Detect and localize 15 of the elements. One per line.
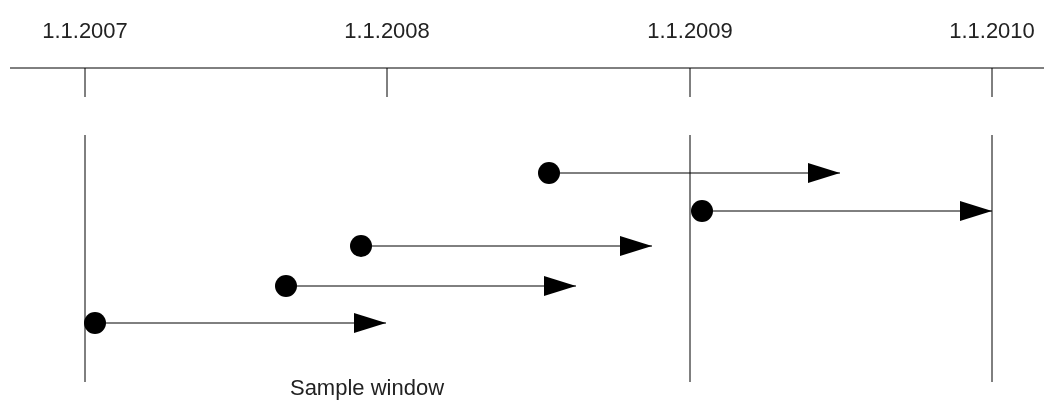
arrow (105, 313, 387, 333)
window-label: Sample window (289, 377, 445, 399)
start-dot (538, 162, 560, 184)
arrow (296, 276, 577, 296)
date-label: 1.1.2008 (344, 20, 430, 42)
start-dot (84, 312, 106, 334)
start-dot (691, 200, 713, 222)
date-label: 1.1.2009 (647, 20, 733, 42)
arrow (559, 163, 841, 183)
start-dot (350, 235, 372, 257)
start-dot (275, 275, 297, 297)
date-label: 1.1.2010 (949, 20, 1035, 42)
arrow (712, 201, 993, 221)
arrow (371, 236, 653, 256)
date-label: 1.1.2007 (42, 20, 128, 42)
